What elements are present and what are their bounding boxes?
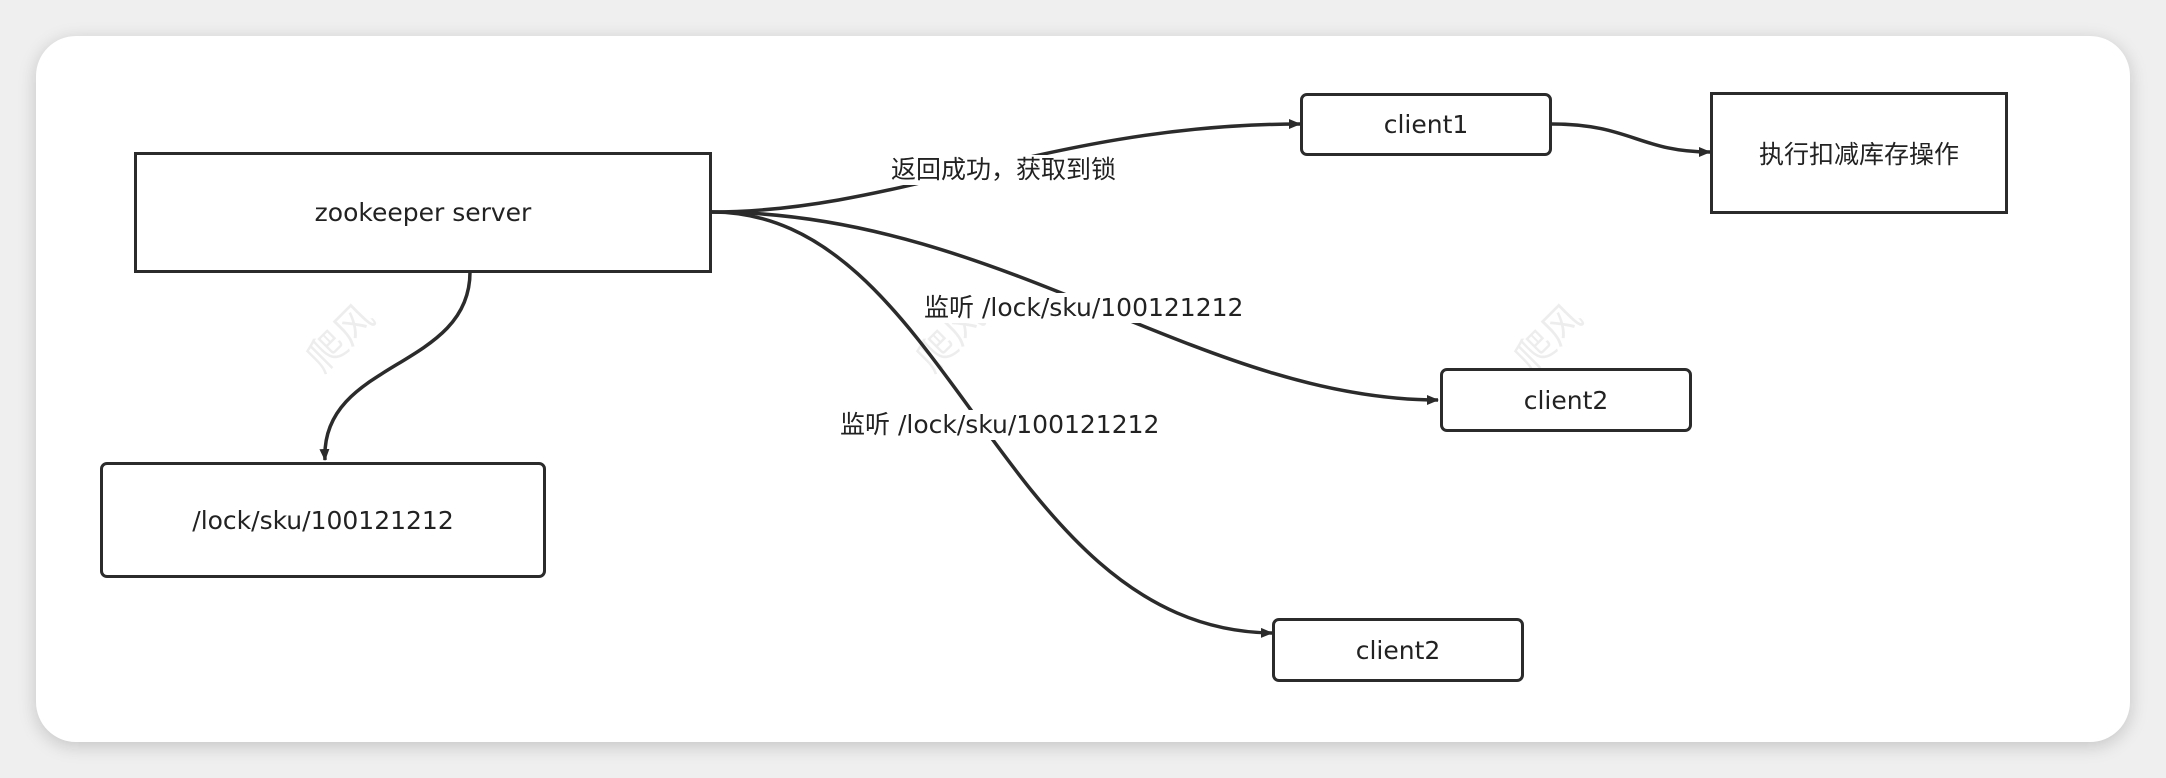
client2-node: client2 [1440, 368, 1692, 432]
lock-path-node: /lock/sku/100121212 [100, 462, 546, 578]
edge-label-watch-bottom: 监听 /lock/sku/100121212 [838, 410, 1162, 440]
edge-label-watch-mid: 监听 /lock/sku/100121212 [922, 293, 1246, 323]
client1-node: client1 [1300, 93, 1552, 156]
edge-label-acquired-lock: 返回成功，获取到锁 [889, 155, 1119, 185]
zookeeper-server-node: zookeeper server [134, 152, 712, 273]
edge-client1-to-action [1551, 122, 1711, 157]
client2-bottom-node: client2 [1272, 618, 1524, 682]
edge-server-to-lock-path [319, 271, 472, 461]
deduct-inventory-node: 执行扣减库存操作 [1710, 92, 2008, 214]
